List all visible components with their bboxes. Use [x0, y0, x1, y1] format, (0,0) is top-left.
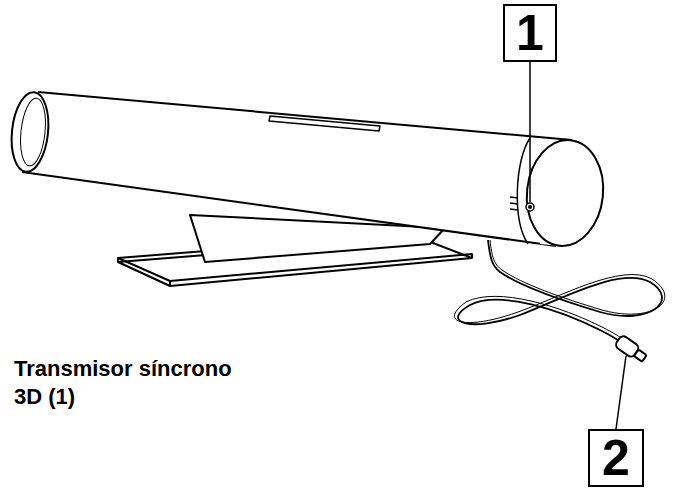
- callout-box: 1: [503, 4, 557, 62]
- sensor: [526, 203, 534, 211]
- transmitter-body: [22, 92, 572, 246]
- right-end-cap: [522, 136, 609, 249]
- cable: [458, 240, 662, 343]
- callout-box: 2: [588, 429, 644, 487]
- callout-number: 1: [516, 8, 544, 58]
- plug: [614, 334, 648, 364]
- callout-number: 2: [602, 433, 630, 483]
- left-end-cap: [8, 90, 52, 173]
- leader-line: [529, 60, 531, 202]
- part-name: Transmisor síncrono 3D (1): [14, 355, 244, 410]
- leader-line: [616, 356, 626, 429]
